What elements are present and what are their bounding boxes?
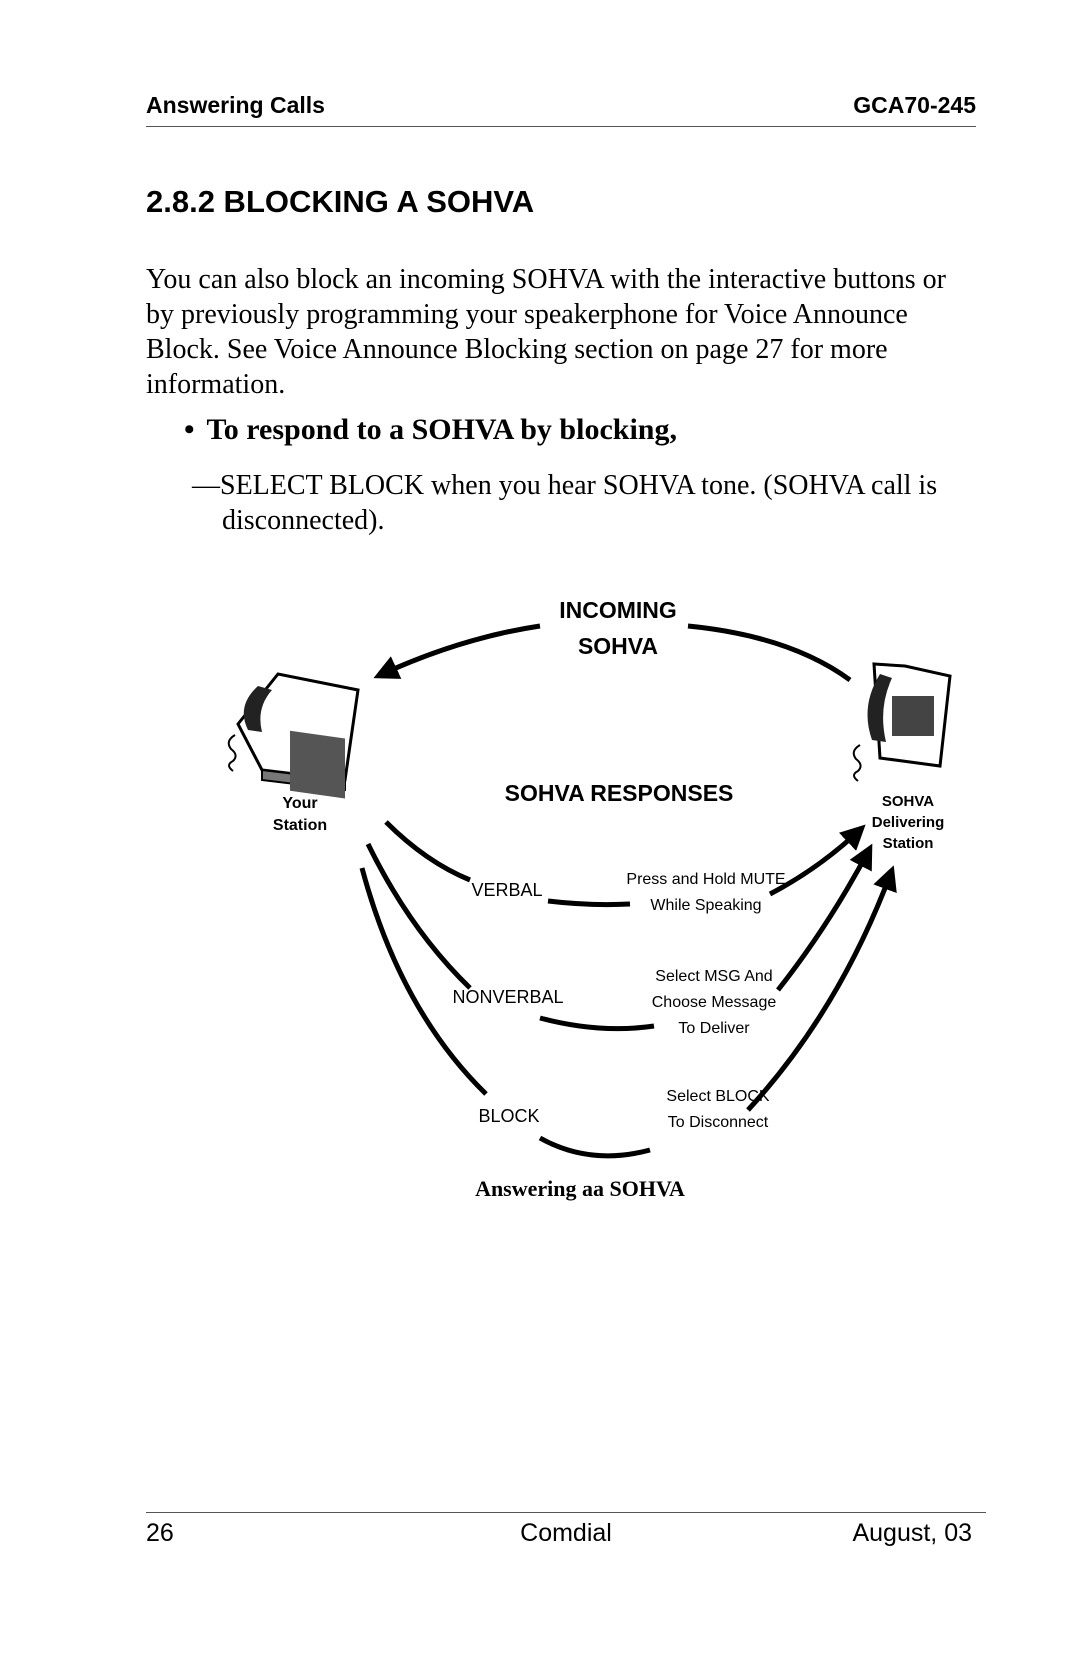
block-desc-2: To Disconnect [668, 1114, 769, 1131]
incoming-arrow-left [373, 623, 541, 679]
delivering-station-label-2: Delivering [872, 814, 945, 831]
block-arc-left [359, 867, 488, 1096]
verbal-link [547, 898, 631, 908]
incoming-label-2: SOHVA [578, 633, 658, 659]
block-arc-bottom [538, 1135, 651, 1159]
section-title: 2.8.2 BLOCKING A SOHVA [146, 184, 535, 219]
nonverbal-arc-left [365, 842, 472, 990]
bullet-marker: • [184, 413, 195, 446]
block-label: BLOCK [478, 1106, 539, 1126]
nonverbal-arrow-right [776, 843, 873, 992]
footer-company: Comdial [520, 1519, 612, 1547]
responses-title: SOHVA RESPONSES [505, 780, 734, 806]
verbal-arrow-right [768, 824, 866, 897]
nonverbal-label: NONVERBAL [452, 987, 563, 1007]
bullet-text: To respond to a SOHVA by blocking, [206, 413, 677, 446]
verbal-desc-1: Press and Hold MUTE [626, 871, 785, 888]
incoming-line-right [687, 623, 852, 683]
verbal-arc-left [384, 820, 471, 883]
incoming-label-1: INCOMING [559, 597, 677, 623]
nonverbal-desc-3: To Deliver [678, 1020, 750, 1037]
header-section-name: Answering Calls [146, 92, 325, 118]
header-doc-id: GCA70-245 [853, 92, 976, 118]
nonverbal-desc-1: Select MSG And [655, 968, 772, 985]
delivering-station-label-1: SOHVA [882, 793, 934, 810]
footer-page-number: 26 [146, 1519, 174, 1547]
your-station-label-1: Your [282, 795, 317, 812]
intro-paragraph: You can also block an incoming SOHVA wit… [146, 264, 946, 400]
verbal-desc-2: While Speaking [650, 897, 761, 914]
step-instruction: —SELECT BLOCK when you hear SOHVA tone. … [192, 470, 938, 536]
nonverbal-desc-2: Choose Message [652, 994, 777, 1011]
your-station-phone-icon [227, 672, 360, 799]
block-arrow-right [746, 865, 897, 1112]
verbal-label: VERBAL [471, 880, 542, 900]
page-footer: 26 Comdial August, 03 [146, 1512, 986, 1553]
your-station-label-2: Station [273, 817, 327, 834]
page-header: Answering Calls GCA70-245 [146, 92, 976, 127]
footer-date: August, 03 [852, 1519, 972, 1547]
delivering-station-label-3: Station [883, 835, 934, 852]
block-desc-1: Select BLOCK [666, 1088, 769, 1105]
bullet-heading: • To respond to a SOHVA by blocking, [184, 413, 677, 447]
figure-caption: Answering aa SOHVA [475, 1176, 685, 1201]
nonverbal-arc-bottom [539, 1015, 655, 1032]
delivering-station-phone-icon [852, 662, 952, 782]
